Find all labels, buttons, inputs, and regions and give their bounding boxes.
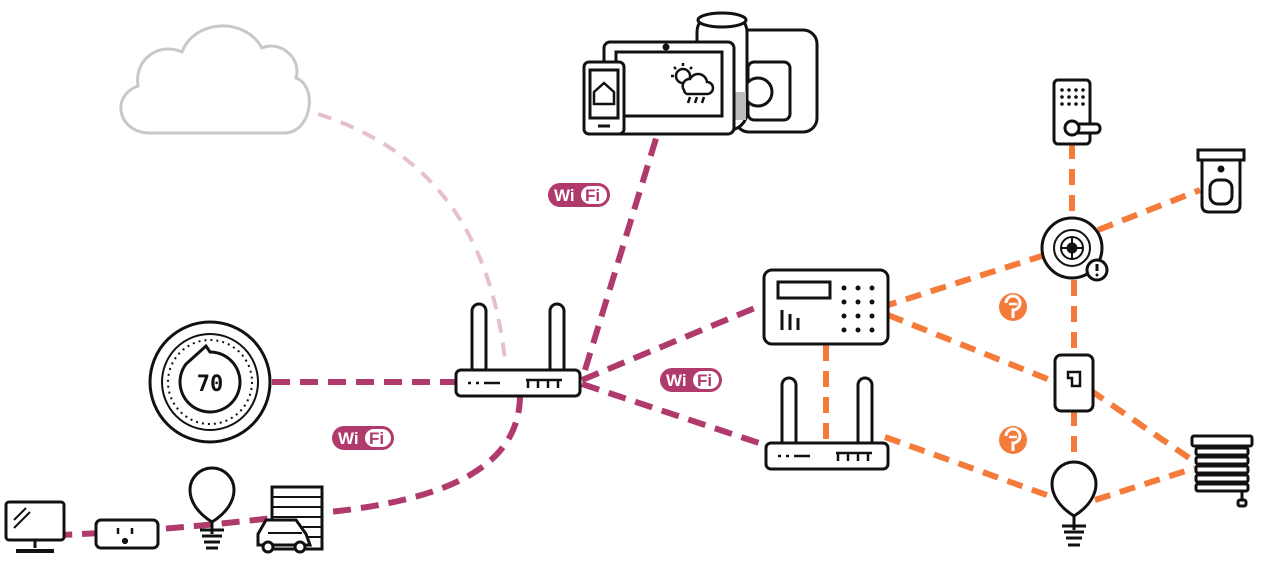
hub-router-icon [764, 376, 890, 471]
garage-car-icon [256, 485, 324, 554]
cloud-icon [119, 24, 311, 135]
mesh-link-sensor-blinds [1088, 387, 1197, 465]
mesh-link-smoke-motion [1096, 187, 1202, 233]
mesh-link-hub-bulb [883, 434, 1057, 501]
smart-plug-icon [94, 518, 160, 550]
smoke-detector-icon [1040, 216, 1109, 282]
smart-display-icon [602, 40, 736, 136]
computer-monitor-icon [4, 500, 66, 553]
mesh-link-bulb-blinds [1094, 465, 1196, 503]
wifi-link-left-devices [59, 394, 523, 538]
light-bulb-icon [188, 466, 236, 550]
home-icon [592, 81, 616, 106]
weather-icon [671, 63, 715, 104]
mesh-protocol-icon [999, 426, 1027, 454]
mesh-protocol-icon [999, 293, 1027, 321]
wifi-badge-wi: Wi [666, 371, 687, 390]
smart-devices-cluster [582, 11, 819, 136]
alarm-keypad-icon [762, 268, 890, 346]
wifi-badge: Wi Fi [548, 183, 610, 207]
thermostat-temperature: 70 [197, 372, 224, 397]
wifi-link-hub [581, 381, 766, 448]
door-sensor-icon [1053, 353, 1095, 413]
router-icon [454, 302, 582, 398]
wifi-badge-wi: Wi [554, 186, 575, 205]
motion-sensor-icon [1196, 148, 1246, 214]
wifi-badge-fi: Fi [369, 429, 384, 448]
wifi-badge-fi: Fi [697, 371, 712, 390]
wifi-badge-fi: Fi [585, 186, 600, 205]
mesh-link-keypad-sensor [886, 312, 1057, 385]
smart-lock-icon [1052, 78, 1102, 146]
wifi-badge-wi: Wi [338, 429, 359, 448]
light-bulb-icon [1050, 460, 1098, 547]
tablet-icon [582, 60, 626, 136]
wifi-badge: Wi Fi [332, 426, 394, 450]
wifi-link-keypad [580, 302, 764, 383]
wifi-link-devices [582, 131, 661, 371]
mesh-link-smoke-keypad [887, 252, 1046, 308]
thermostat-icon [148, 320, 272, 444]
blinds-icon [1190, 434, 1254, 508]
wifi-badge: Wi Fi [660, 368, 722, 392]
camera-icon [733, 28, 819, 134]
